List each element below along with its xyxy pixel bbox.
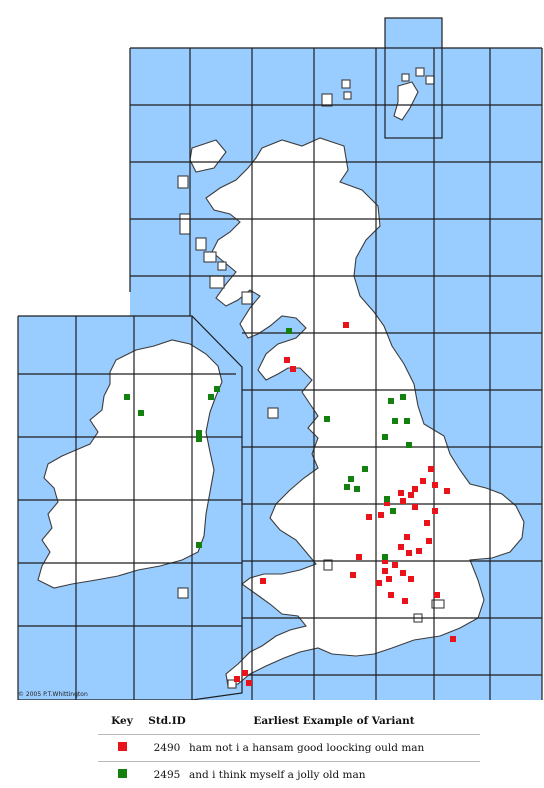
marker-2490[interactable] <box>412 486 418 492</box>
marker-2495[interactable] <box>354 486 360 492</box>
legend-header-key: Key <box>98 708 146 735</box>
marker-2495[interactable] <box>382 554 388 560</box>
marker-2490[interactable] <box>412 504 418 510</box>
marker-2495[interactable] <box>208 394 214 400</box>
marker-2495[interactable] <box>196 430 202 436</box>
marker-2490[interactable] <box>420 478 426 484</box>
marker-2495[interactable] <box>138 410 144 416</box>
marker-2490[interactable] <box>284 357 290 363</box>
marker-2490[interactable] <box>432 508 438 514</box>
marker-2495[interactable] <box>286 328 292 334</box>
marker-2495[interactable] <box>196 436 202 442</box>
marker-2490[interactable] <box>408 492 414 498</box>
marker-2490[interactable] <box>382 568 388 574</box>
marker-2490[interactable] <box>416 548 422 554</box>
distribution-map <box>0 0 544 700</box>
legend-std-id: 2490 <box>146 735 188 762</box>
marker-2490[interactable] <box>428 466 434 472</box>
legend-row: 2490 ham not i a hansam good loocking ou… <box>98 735 480 762</box>
marker-2490[interactable] <box>392 562 398 568</box>
marker-2490[interactable] <box>406 550 412 556</box>
marker-2495[interactable] <box>388 398 394 404</box>
marker-2490[interactable] <box>378 512 384 518</box>
legend-row: 2495 and i think myself a jolly old man <box>98 762 480 788</box>
legend-variant-text: and i think myself a jolly old man <box>188 762 480 788</box>
marker-2495[interactable] <box>324 416 330 422</box>
marker-2490[interactable] <box>402 598 408 604</box>
marker-2495[interactable] <box>348 476 354 482</box>
marker-2495[interactable] <box>384 496 390 502</box>
marker-2495[interactable] <box>362 466 368 472</box>
legend-header-row: Key Std.ID Earliest Example of Variant <box>98 708 480 735</box>
green-square-symbol <box>118 769 127 778</box>
marker-2495[interactable] <box>400 394 406 400</box>
marker-2495[interactable] <box>344 484 350 490</box>
marker-2490[interactable] <box>356 554 362 560</box>
marker-2490[interactable] <box>400 570 406 576</box>
marker-2495[interactable] <box>404 418 410 424</box>
marker-2490[interactable] <box>246 680 252 686</box>
marker-2490[interactable] <box>343 322 349 328</box>
marker-2490[interactable] <box>444 488 450 494</box>
copyright-notice: © 2005 P.T.Whittington <box>18 691 88 698</box>
marker-2495[interactable] <box>390 508 396 514</box>
marker-2490[interactable] <box>424 520 430 526</box>
marker-2490[interactable] <box>432 482 438 488</box>
marker-2495[interactable] <box>382 434 388 440</box>
legend-header-std-id: Std.ID <box>146 708 188 735</box>
marker-2490[interactable] <box>408 576 414 582</box>
marker-2490[interactable] <box>398 490 404 496</box>
legend-variant-text: ham not i a hansam good loocking ould ma… <box>188 735 480 762</box>
marker-2490[interactable] <box>386 576 392 582</box>
marker-2490[interactable] <box>366 514 372 520</box>
marker-2490[interactable] <box>450 636 456 642</box>
legend-std-id: 2495 <box>146 762 188 788</box>
marker-2490[interactable] <box>376 580 382 586</box>
marker-2495[interactable] <box>392 418 398 424</box>
map-legend: Key Std.ID Earliest Example of Variant 2… <box>98 708 480 788</box>
marker-2490[interactable] <box>350 572 356 578</box>
marker-2490[interactable] <box>398 544 404 550</box>
marker-2495[interactable] <box>124 394 130 400</box>
marker-2490[interactable] <box>426 538 432 544</box>
marker-2490[interactable] <box>242 670 248 676</box>
marker-2490[interactable] <box>234 676 240 682</box>
marker-2495[interactable] <box>196 542 202 548</box>
marker-2490[interactable] <box>434 592 440 598</box>
marker-2495[interactable] <box>214 386 220 392</box>
marker-2490[interactable] <box>388 592 394 598</box>
red-square-symbol <box>118 742 127 751</box>
legend-header-variant: Earliest Example of Variant <box>188 708 480 735</box>
marker-2490[interactable] <box>260 578 266 584</box>
marker-2490[interactable] <box>290 366 296 372</box>
marker-2495[interactable] <box>406 442 412 448</box>
marker-2490[interactable] <box>404 534 410 540</box>
marker-2490[interactable] <box>400 498 406 504</box>
